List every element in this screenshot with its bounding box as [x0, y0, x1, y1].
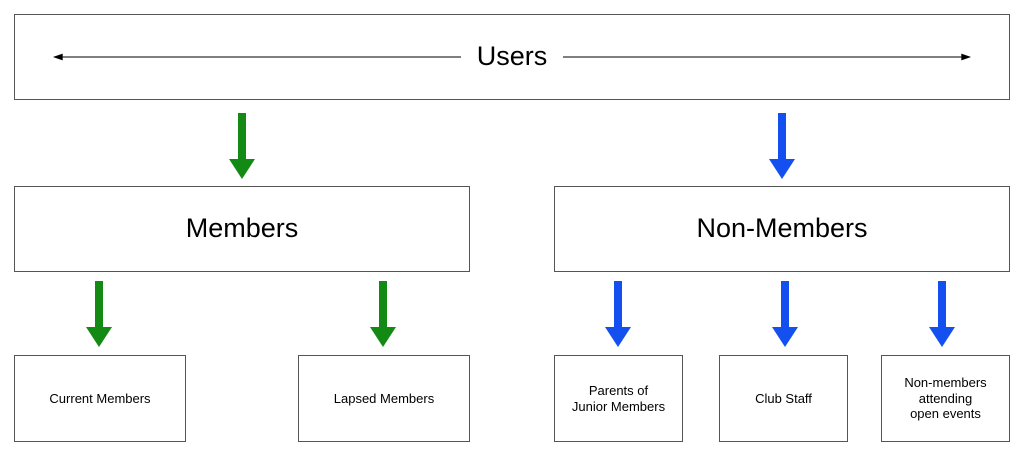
down-arrow-icon: [772, 281, 798, 347]
members-box: Members: [14, 186, 470, 272]
members-label: Members: [185, 213, 299, 244]
users-span-right-arrowhead: [961, 53, 972, 61]
current-members-box: Current Members: [14, 355, 186, 442]
parents-of-junior-members-box: Parents of Junior Members: [554, 355, 683, 442]
lapsed-members-box: Lapsed Members: [298, 355, 470, 442]
down-arrow-icon: [370, 281, 396, 347]
parents-of-junior-members-label: Parents of Junior Members: [571, 382, 666, 414]
down-arrow-icon: [929, 281, 955, 347]
club-staff-label: Club Staff: [755, 390, 812, 406]
non-members-label: Non-Members: [696, 213, 868, 244]
lapsed-members-label: Lapsed Members: [333, 390, 435, 406]
non-members-open-events-box: Non-members attending open events: [881, 355, 1010, 442]
current-members-label: Current Members: [49, 390, 151, 406]
non-members-box: Non-Members: [554, 186, 1010, 272]
down-arrow-icon: [229, 113, 255, 179]
users-label: Users: [460, 40, 564, 74]
non-members-open-events-label: Non-members attending open events: [904, 375, 987, 422]
down-arrow-icon: [769, 113, 795, 179]
down-arrow-icon: [605, 281, 631, 347]
down-arrow-icon: [86, 281, 112, 347]
club-staff-box: Club Staff: [719, 355, 848, 442]
users-span-left-arrowhead: [52, 53, 63, 61]
users-box: Users: [14, 14, 1010, 100]
